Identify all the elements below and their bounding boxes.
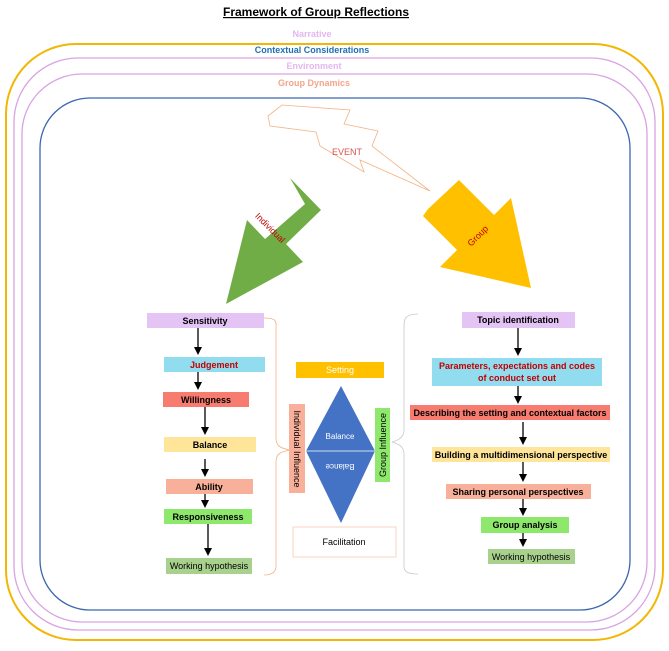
balance-bottom-label: Balance [325, 462, 354, 471]
group-working-hypothesis-box [488, 549, 575, 564]
sharing-perspectives-label: Sharing personal perspectives [452, 487, 583, 497]
describing-setting-label: Describing the setting and contextual fa… [413, 408, 606, 418]
setting-box [296, 362, 384, 378]
responsiveness-box [164, 509, 252, 524]
contextual-considerations-frame [5, 43, 664, 641]
narrative-label: Narrative [292, 29, 331, 39]
describing-setting-box [410, 405, 610, 420]
willingness-box [163, 392, 249, 407]
multidimensional-box [432, 447, 610, 462]
individual-influence-box [289, 404, 305, 493]
balance-box [164, 437, 256, 452]
willingness-label: Willingness [181, 395, 231, 405]
facilitation-label: Facilitation [322, 537, 365, 547]
individual-bracket [263, 317, 291, 576]
individual-influence-label: Individual Influence [292, 410, 302, 487]
ability-label: Ability [195, 482, 223, 492]
group-working-hypothesis-label: Working hypothesis [492, 552, 571, 562]
parameters-label-line1: Parameters, expectations and codes [439, 361, 595, 371]
individual-working-hypothesis-box [166, 558, 252, 574]
ability-box [166, 479, 253, 494]
sensitivity-label: Sensitivity [182, 316, 227, 326]
sharing-perspectives-box [446, 484, 591, 499]
topic-identification-label: Topic identification [477, 315, 559, 325]
multidimensional-label: Building a multidimensional perspective [435, 450, 608, 460]
event-label: EVENT [332, 147, 363, 157]
balance-top-label: Balance [326, 432, 355, 441]
group-dynamics-label: Group Dynamics [278, 78, 350, 88]
parameters-label-line2: of conduct set out [478, 373, 556, 383]
group-arrow [423, 180, 531, 288]
group-analysis-label: Group analysis [492, 520, 557, 530]
parameters-box [432, 358, 602, 386]
environment-label: Environment [286, 61, 341, 71]
group-influence-box [375, 408, 390, 482]
group-column: Topic identification Parameters, expecta… [410, 312, 610, 564]
group-dynamics-frame [21, 73, 648, 623]
balance-diamond [306, 386, 375, 523]
facilitation-box [292, 526, 397, 558]
page-title: Framework of Group Reflections [223, 5, 409, 19]
individual-column: Sensitivity Judgement Willingness Balanc… [147, 313, 265, 574]
event-bolt-icon [267, 104, 431, 192]
topic-identification-box [462, 312, 575, 328]
environment-frame [13, 57, 656, 631]
group-analysis-box [481, 517, 569, 533]
center-balance-group: Setting Balance Balance Individual Influ… [289, 362, 397, 558]
responsiveness-label: Responsiveness [172, 512, 243, 522]
group-bracket [391, 313, 419, 575]
individual-working-hypothesis-label: Working hypothesis [170, 561, 249, 571]
individual-arrow [226, 178, 321, 304]
group-influence-label: Group Influence [378, 413, 388, 477]
inner-frame [39, 97, 631, 611]
setting-label: Setting [326, 365, 354, 375]
balance-label: Balance [193, 440, 228, 450]
sensitivity-box [147, 313, 264, 328]
contextual-considerations-label: Contextual Considerations [255, 45, 370, 55]
judgement-box [164, 357, 265, 372]
judgement-label: Judgement [190, 360, 238, 370]
